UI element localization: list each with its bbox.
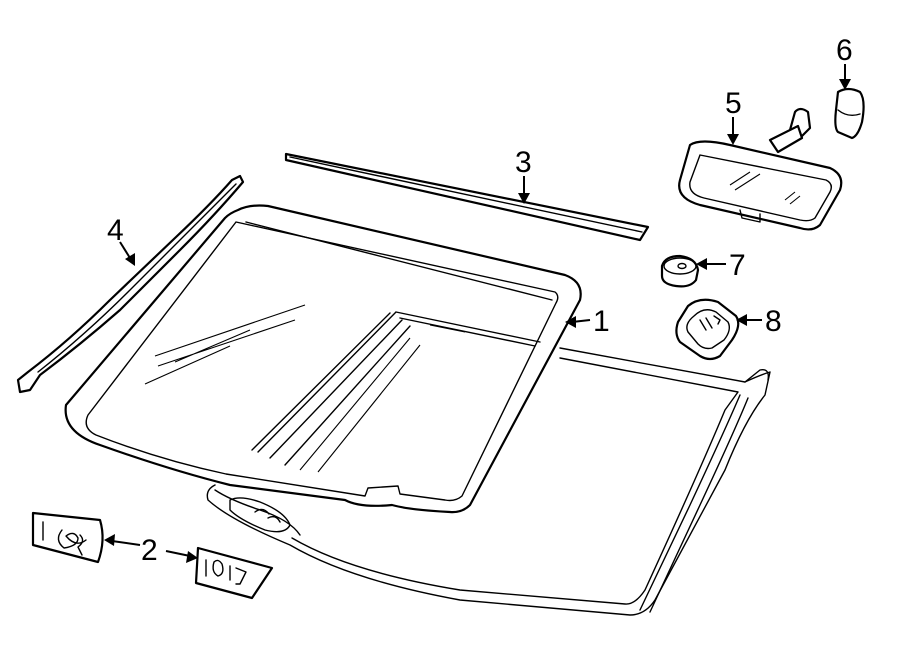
leader-arrows bbox=[104, 64, 851, 563]
callout-4: 4 bbox=[107, 214, 124, 247]
callout-7: 7 bbox=[729, 249, 746, 282]
vehicle-windshield-frame bbox=[206, 347, 771, 616]
mirror-cover bbox=[834, 87, 865, 140]
callout-6: 6 bbox=[836, 34, 853, 67]
rearview-mirror bbox=[678, 107, 843, 231]
sensor bbox=[675, 298, 740, 361]
callout-3: 3 bbox=[515, 146, 532, 179]
callout-1: 1 bbox=[593, 305, 610, 338]
callout-5: 5 bbox=[725, 87, 742, 120]
label-tag-left bbox=[31, 511, 104, 564]
side-molding bbox=[16, 174, 245, 394]
top-molding bbox=[284, 152, 650, 242]
label-tag-right bbox=[194, 546, 274, 600]
callout-8: 8 bbox=[765, 305, 782, 338]
callout-2: 2 bbox=[141, 534, 158, 567]
bracket-pad bbox=[660, 254, 700, 288]
windshield-glass bbox=[64, 204, 582, 514]
